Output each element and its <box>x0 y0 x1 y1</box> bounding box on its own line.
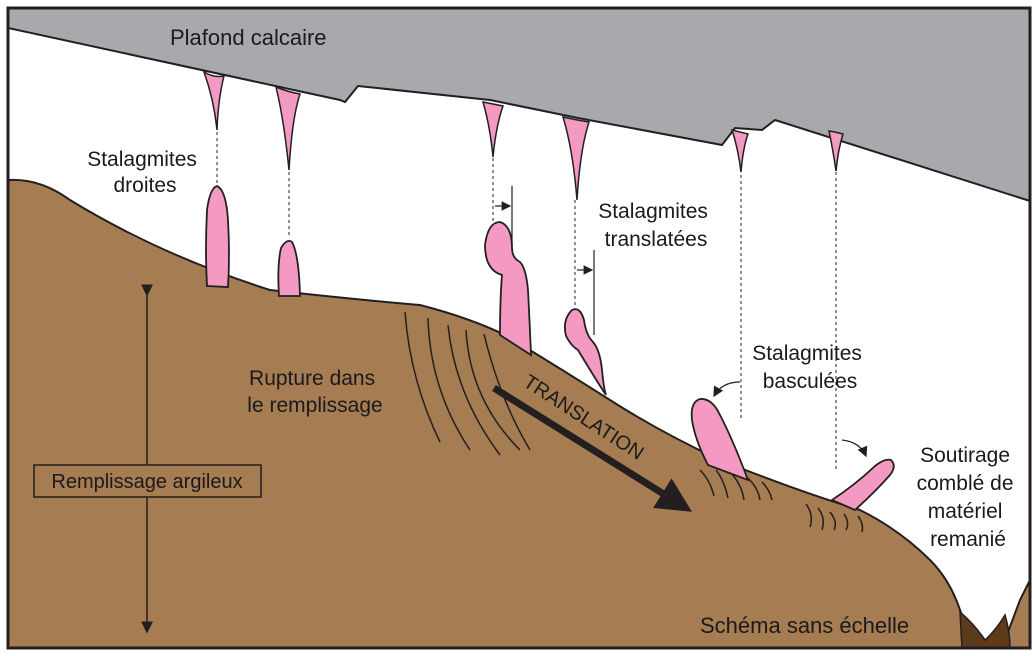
stalagmite-straight <box>206 186 229 287</box>
scale-note: Schéma sans échelle <box>700 613 909 638</box>
ceiling-label: Plafond calcaire <box>170 25 327 50</box>
fill-label: Remplissage argileux <box>51 471 242 493</box>
